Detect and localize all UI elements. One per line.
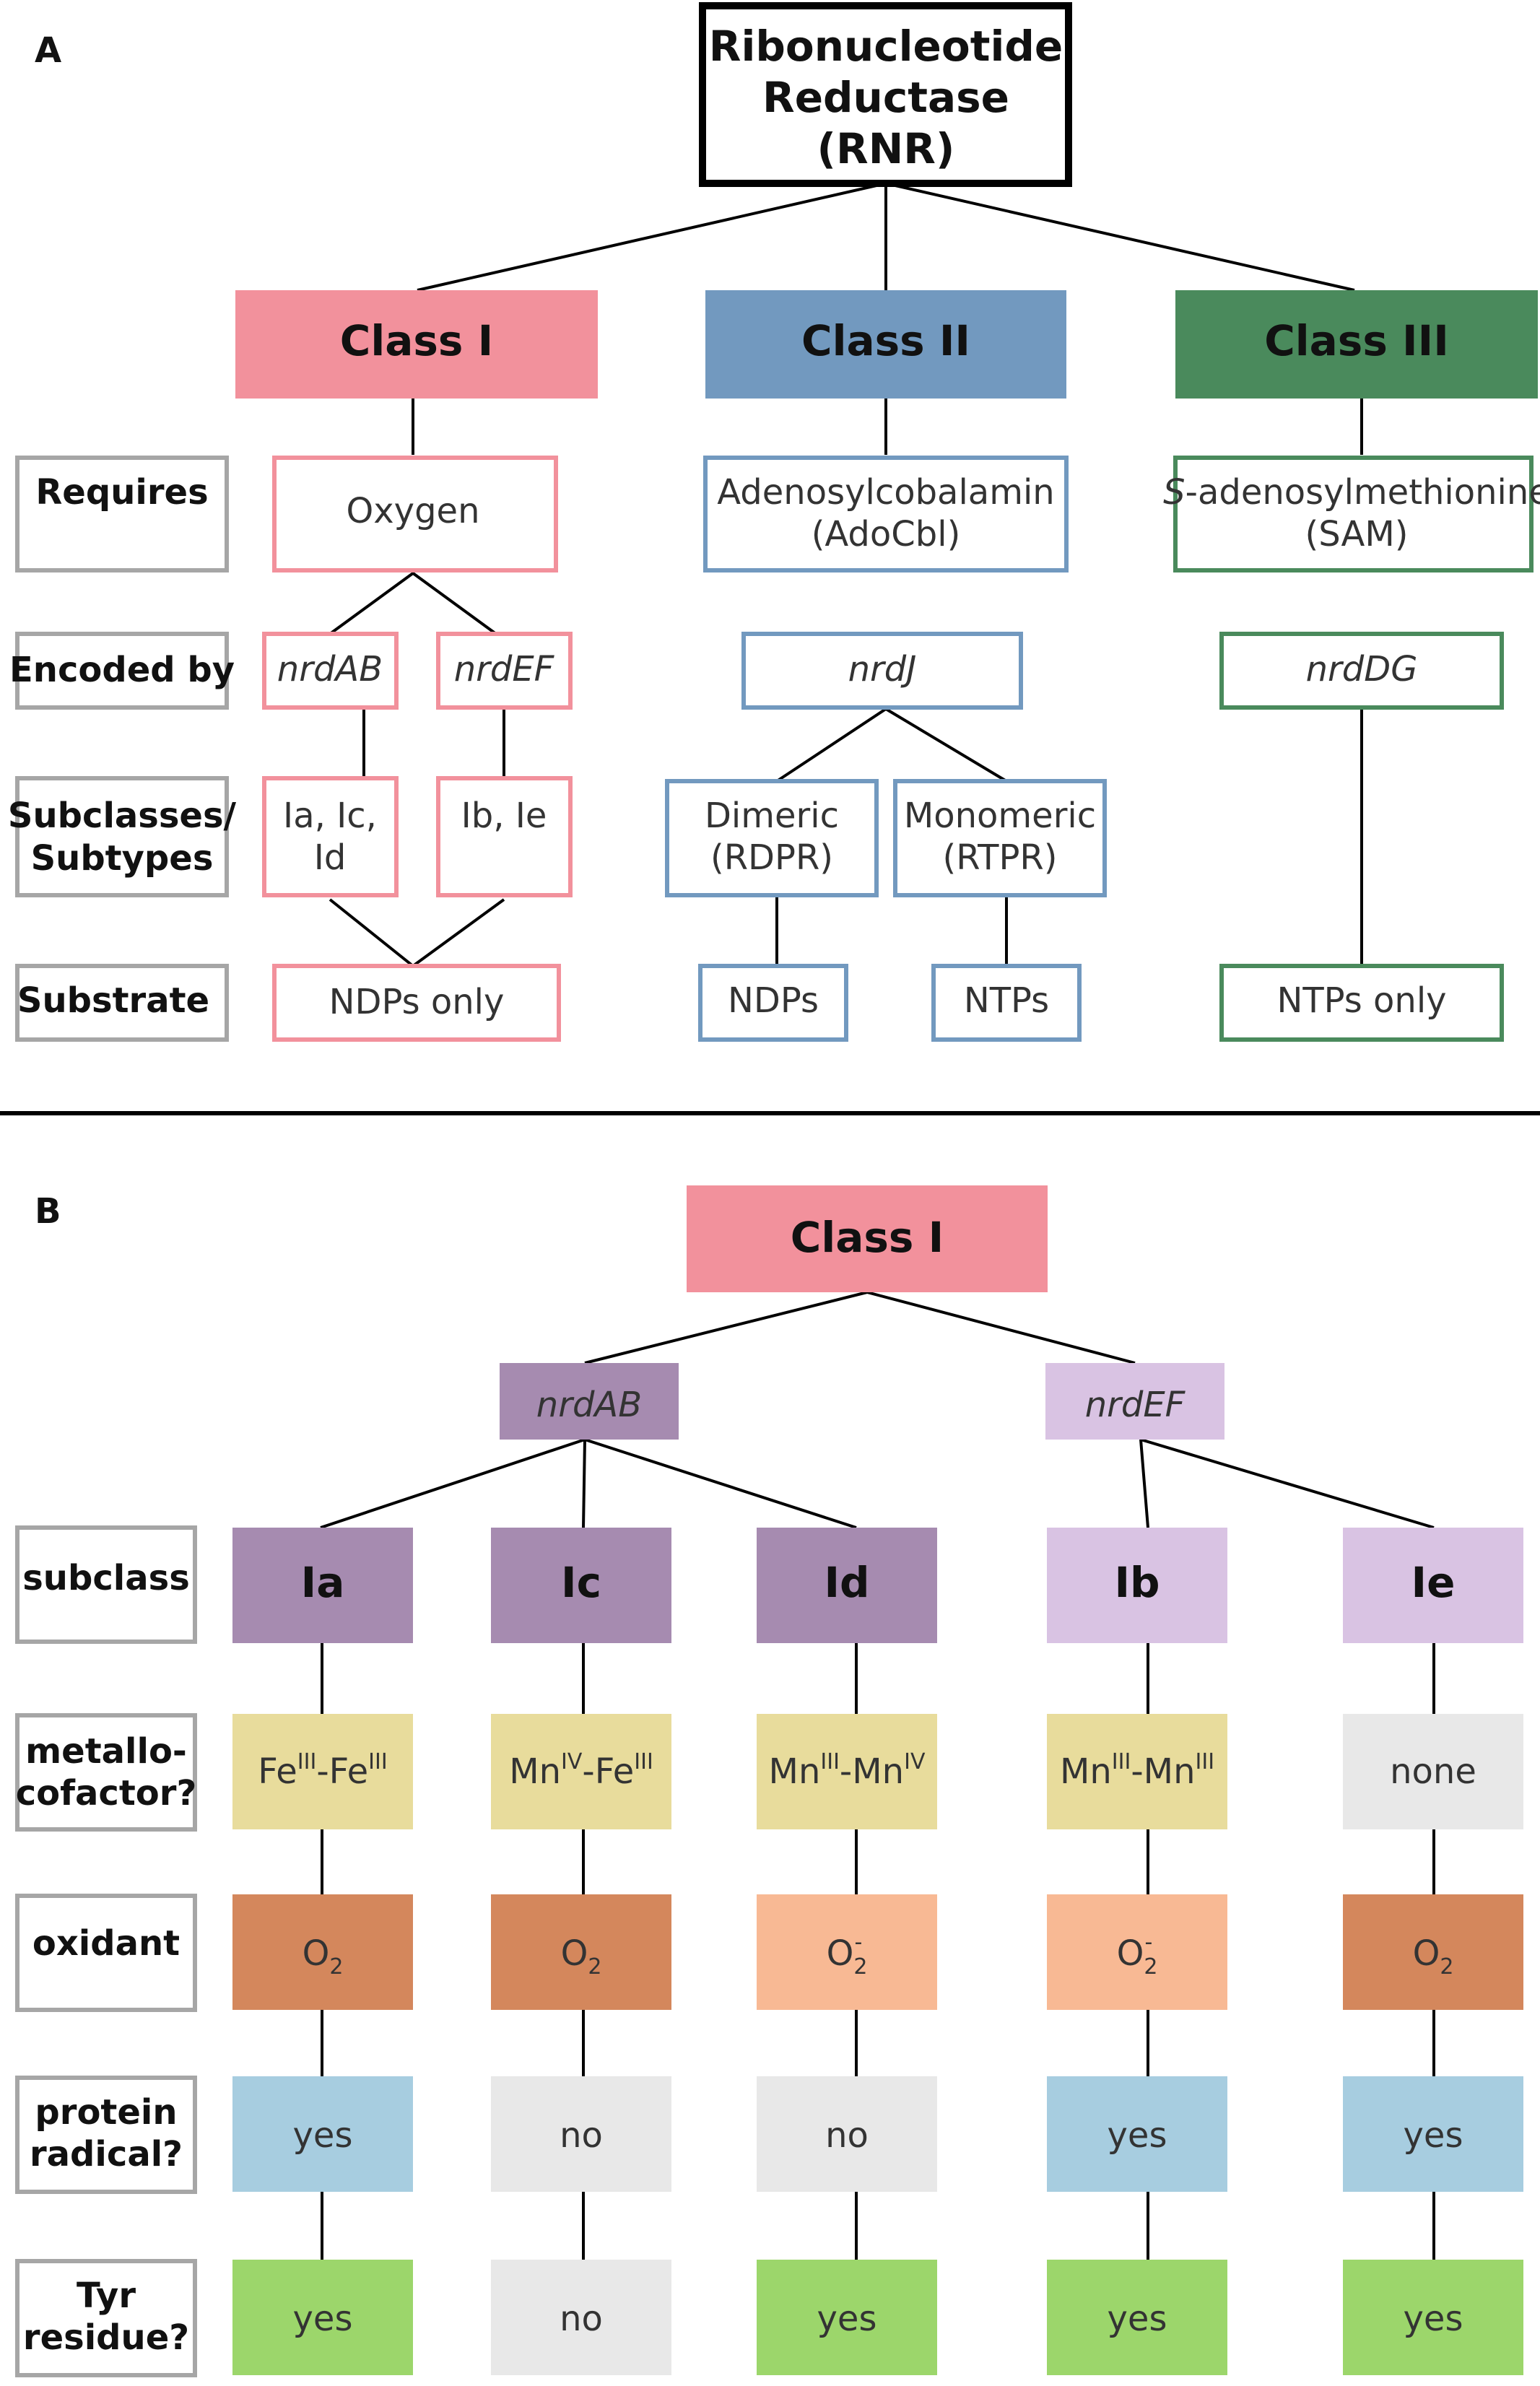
class1-header: Class I: [235, 290, 598, 399]
tyr-ib: yes: [1108, 2299, 1167, 2339]
label-subclasses-line1: Subclasses/: [8, 796, 237, 836]
class2-dimeric-line1: Dimeric: [705, 796, 839, 836]
radical-id: no: [825, 2115, 869, 2156]
subclass-ic: Ic: [561, 1558, 601, 1607]
column-ie: Ie none O2 yes yes: [1343, 1528, 1523, 2375]
tyr-ic: no: [560, 2299, 603, 2339]
label-protein-line2: radical?: [30, 2134, 183, 2174]
panel-a-connectors: [329, 182, 1363, 968]
class3-header: Class III: [1175, 290, 1538, 399]
metallo-ie: none: [1390, 1751, 1476, 1792]
class3-requires-line2: (SAM): [1305, 514, 1408, 554]
metallo-ia: FeIII-FeIII: [258, 1749, 387, 1792]
oxidant-ic: O2: [561, 1933, 602, 1980]
label-substrate: Substrate: [17, 980, 209, 1021]
radical-ib: yes: [1108, 2115, 1167, 2156]
panel-b-row-labels: subclass metallo- cofactor? oxidant prot…: [15, 1525, 197, 2377]
radical-ia: yes: [293, 2115, 353, 2156]
class1-requires: Oxygen: [346, 491, 479, 531]
panel-b-gene-nrdab: nrdAB: [500, 1363, 679, 1440]
class2-column: Adenosylcobalamin (AdoCbl) nrdJ Dimeric …: [665, 456, 1107, 1042]
class3-requires-italic: S: [1163, 472, 1185, 513]
rnr-root-line1: Ribonucleotide: [709, 22, 1063, 71]
metallo-id: MnIII-MnIV: [769, 1749, 926, 1792]
column-ib: Ib MnIII-MnIII O2- yes yes: [1047, 1528, 1227, 2375]
label-subclasses-line2: Subtypes: [31, 838, 214, 879]
column-ia: Ia FeIII-FeIII O2 yes yes: [232, 1528, 413, 2375]
label-encoded-by: Encoded by: [9, 650, 235, 690]
class2-dimeric-line2: (RDPR): [710, 837, 833, 878]
class2-substrate-ntps: NTPs: [964, 980, 1049, 1021]
label-tyr-line2: residue?: [23, 2317, 189, 2358]
class3-substrate: NTPs only: [1276, 980, 1446, 1021]
label-metallo-line2: cofactor?: [16, 1773, 197, 1814]
class1-subclass2: Ib, Ie: [461, 796, 547, 836]
class2-requires-line1: Adenosylcobalamin: [717, 472, 1054, 513]
rnr-root-box: Ribonucleotide Reductase (RNR): [699, 2, 1072, 187]
panel-b-letter: B: [35, 1191, 61, 1232]
class3-requires-rest: -adenosylmethionine: [1186, 472, 1540, 513]
panel-b-gene-nrdef: nrdEF: [1045, 1363, 1224, 1440]
tyr-id: yes: [817, 2299, 877, 2339]
subclass-id: Id: [824, 1558, 869, 1607]
radical-ic: no: [560, 2115, 603, 2156]
oxidant-id: O2-: [827, 1930, 868, 1980]
class1-title: Class I: [340, 316, 493, 365]
subclass-ie: Ie: [1411, 1558, 1456, 1607]
radical-ie: yes: [1404, 2115, 1463, 2156]
tyr-ia: yes: [293, 2299, 353, 2339]
class3-column: S-adenosylmethionine (SAM) nrdDG NTPs on…: [1163, 456, 1540, 1042]
panel-b-root: Class I: [687, 1185, 1048, 1292]
rnr-root-line2: Reductase: [762, 73, 1009, 122]
class1-subclass1-line2: Id: [314, 837, 347, 878]
class2-substrate-ndps: NDPs: [728, 980, 819, 1021]
metallo-ib: MnIII-MnIII: [1060, 1749, 1214, 1792]
panel-a-row-labels: Requires Encoded by Subclasses/ Subtypes…: [8, 456, 237, 1042]
label-protein-line1: protein: [35, 2092, 177, 2133]
oxidant-ib: O2-: [1117, 1930, 1158, 1980]
class1-substrate: NDPs only: [329, 982, 505, 1022]
label-metallo-line1: metallo-: [25, 1731, 187, 1772]
oxidant-ia: O2: [303, 1933, 344, 1980]
class2-requires-line2: (AdoCbl): [812, 514, 961, 554]
class1-gene-nrdef: nrdEF: [454, 649, 555, 689]
class2-title: Class II: [801, 316, 970, 365]
column-ic: Ic MnIV-FeIII O2 no no: [491, 1528, 671, 2375]
panel-b-gene-nrdab-label: nrdAB: [536, 1385, 642, 1425]
subclass-ia: Ia: [301, 1558, 345, 1607]
class2-monomeric-line2: (RTPR): [943, 837, 1058, 878]
label-oxidant: oxidant: [32, 1923, 180, 1964]
panel-b-gene-nrdef-label: nrdEF: [1085, 1385, 1186, 1425]
class1-subclass1-line1: Ia, Ic,: [283, 796, 377, 836]
class1-column: Oxygen nrdAB nrdEF Ia, Ic, Id Ib, Ie NDP…: [262, 456, 573, 1042]
tyr-ie: yes: [1404, 2299, 1463, 2339]
oxidant-ie: O2: [1413, 1933, 1454, 1980]
class1-gene-nrdab: nrdAB: [277, 649, 383, 689]
metallo-ic: MnIV-FeIII: [509, 1749, 653, 1792]
panel-a-letter: A: [35, 30, 61, 71]
class2-gene-nrdj: nrdJ: [848, 649, 917, 689]
subclass-ib: Ib: [1114, 1558, 1160, 1607]
label-subclass: subclass: [22, 1558, 190, 1598]
label-requires: Requires: [35, 472, 208, 513]
column-id: Id MnIII-MnIV O2- no yes: [757, 1528, 937, 2375]
label-tyr-line1: Tyr: [77, 2276, 136, 2316]
class2-monomeric-line1: Monomeric: [904, 796, 1096, 836]
class3-gene-nrddg: nrdDG: [1306, 649, 1418, 689]
class3-requires-line1: S-adenosylmethionine: [1163, 472, 1540, 513]
rnr-root-line3: (RNR): [817, 124, 955, 173]
class3-title: Class III: [1264, 316, 1449, 365]
panel-b-root-title: Class I: [791, 1213, 944, 1262]
class2-header: Class II: [705, 290, 1066, 399]
